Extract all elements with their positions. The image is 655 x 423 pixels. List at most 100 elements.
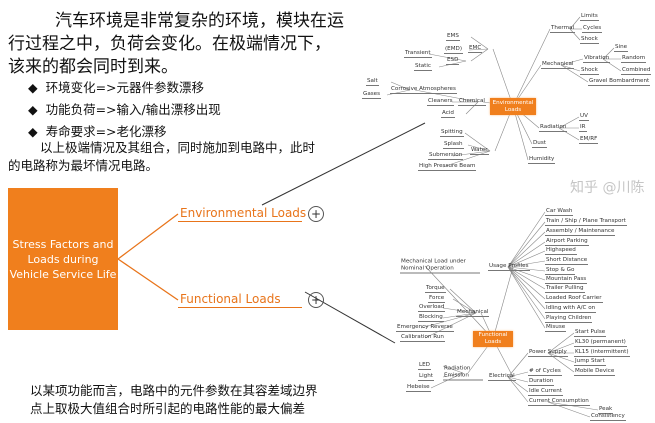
functional-map-node: Peak xyxy=(598,406,614,414)
environmental-map-connector xyxy=(442,150,491,168)
functional-map-node: Car Wash xyxy=(545,208,574,216)
diamond-icon: ◆ xyxy=(28,124,38,139)
environmental-map-node: EMS xyxy=(446,33,460,41)
functional-map-node: KL15 (intermittent) xyxy=(574,349,630,357)
functional-map-connector xyxy=(547,401,599,411)
functional-map-node: Usage Profiles xyxy=(488,263,530,271)
functional-map-connector xyxy=(442,365,464,374)
environmental-map-node: UV xyxy=(579,113,589,121)
intro-line: 汽车环境是非常复杂的环境，模块在运 xyxy=(55,11,344,31)
functional-map-node: Train / Ship / Plane Transport xyxy=(545,218,627,226)
functional-map-node: Current Consumption xyxy=(528,398,590,406)
functional-map-node: Radiation Emission xyxy=(443,366,483,381)
functional-map-node: Assembly / Maintenance xyxy=(545,228,616,236)
functional-map-connector xyxy=(507,266,546,310)
functional-map-connector xyxy=(547,352,575,363)
functional-map-node: Mountain Pass xyxy=(545,276,588,284)
environmental-map-node: Cleaners xyxy=(427,98,454,106)
functional-map-node: # of Cycles xyxy=(528,368,562,376)
functional-map-connector xyxy=(507,266,546,272)
functional-map-node: Playing Children xyxy=(545,315,593,323)
environmental-map-connector xyxy=(558,127,580,141)
functional-map-node: LED xyxy=(418,362,431,370)
paragraph-line: 的电路称为最坏情况电路。 xyxy=(8,158,159,173)
functional-map-connector xyxy=(507,266,546,320)
environmental-map-node: Radiation xyxy=(539,124,568,132)
functional-map-node: Emergency Reverse xyxy=(396,324,454,332)
functional-map-connector xyxy=(449,288,477,314)
functional-map-node: Short Distance xyxy=(545,257,589,265)
bullet-item: ◆ 寿命要求=>老化漂移 xyxy=(28,124,167,139)
functional-map-node: Mechanical xyxy=(456,309,490,317)
environmental-map-connector xyxy=(470,48,489,62)
bullet-item: ◆ 功能负荷=>输入/输出漂移出现 xyxy=(28,102,221,117)
environmental-map-connector xyxy=(492,48,514,107)
functional-map-node: Idle Current xyxy=(528,388,563,396)
functional-loads-label[interactable]: Functional Loads xyxy=(178,292,302,308)
functional-map-node: Mechanical Load under Nominal Operation xyxy=(400,259,480,274)
functional-map-connector xyxy=(442,372,464,378)
environmental-map-node: Gases xyxy=(362,91,382,99)
environmental-map-node: Spitting xyxy=(440,129,464,137)
environmental-map-node: Random xyxy=(621,55,647,63)
functional-map-connector xyxy=(507,266,546,329)
functional-map-connector xyxy=(442,307,477,314)
environmental-map-connector xyxy=(467,144,491,152)
environmental-map-node: Corrosive Atmospheres xyxy=(390,86,457,94)
functional-map-connector xyxy=(507,371,529,378)
functional-map-node: Force xyxy=(428,295,446,303)
functional-map-node: Light xyxy=(418,373,434,381)
environmental-map-node: Limits xyxy=(580,13,599,21)
environmental-map-node: Submersion xyxy=(428,152,464,160)
functional-map-node: Jump Start xyxy=(574,358,606,366)
functional-map-node: Blocking xyxy=(418,314,444,322)
environmental-map-connector xyxy=(465,101,479,115)
environmental-map-node: (EMD) xyxy=(444,46,464,54)
functional-map-node: Hebeise xyxy=(406,384,431,392)
environmental-loads-label[interactable]: Environmental Loads xyxy=(178,206,307,222)
functional-map-node: Power Supply xyxy=(528,349,568,357)
environmental-map-node: Chemical xyxy=(458,98,486,106)
functional-map-node: Highspeed xyxy=(545,247,577,255)
functional-map-connector xyxy=(547,342,575,354)
intro-line: 行过程之中，负荷会变化。在极端情况下， xyxy=(8,34,331,54)
environmental-map-node: IR xyxy=(579,124,587,132)
functional-map-node: Duration xyxy=(528,378,555,386)
functional-map-node: Calibration Run xyxy=(400,334,445,342)
functional-map-connector xyxy=(507,266,546,300)
environmental-map-node: Water xyxy=(470,147,489,155)
environmental-map-connector xyxy=(602,58,622,72)
environmental-map-connector xyxy=(452,150,491,157)
watermark: 知乎 @川陈 xyxy=(570,180,645,196)
functional-map-connector xyxy=(547,332,575,354)
environmental-map-connector xyxy=(602,47,615,60)
environmental-map-node: Mechanical xyxy=(541,61,575,69)
functional-map-connector xyxy=(507,241,546,268)
functional-map-node: Misuse xyxy=(545,324,567,332)
environmental-map-connector xyxy=(558,116,580,129)
expand-environmental-button[interactable]: + xyxy=(308,206,324,222)
environmental-map-node: Acid xyxy=(441,110,455,118)
functional-map-node: Trailer Pulling xyxy=(545,285,585,293)
environmental-map-node: High Pressure Beam xyxy=(418,163,477,171)
expand-functional-button[interactable]: + xyxy=(308,292,324,308)
environmental-map-node: Splash xyxy=(443,141,464,149)
environmental-map-node: Vibration xyxy=(583,55,611,63)
environmental-map-node: Cycles xyxy=(582,25,603,33)
environmental-map-node: Static xyxy=(414,63,432,71)
environmental-map-node: EMC xyxy=(468,45,483,53)
environmental-map-node: Salt xyxy=(366,78,379,86)
functional-map-node: Loaded Roof Carrier xyxy=(545,295,603,303)
environmental-map-connector xyxy=(468,48,489,51)
diamond-icon: ◆ xyxy=(28,80,38,95)
functional-map-connector xyxy=(492,266,514,340)
environmental-map-connector xyxy=(414,89,479,103)
functional-map-node: Mobile Device xyxy=(574,368,616,376)
environmental-map-node: ESD xyxy=(446,57,460,65)
environmental-map-node: Transient xyxy=(404,50,432,58)
bottom-text-line: 以某项功能而言，电路中的元件参数在其容差域边界 xyxy=(30,383,318,398)
diamond-icon: ◆ xyxy=(28,102,38,117)
environmental-map-node: Thermal xyxy=(550,25,576,33)
functional-map-node: Stop & Go xyxy=(545,267,576,275)
paragraph-line: 以上极端情况及其组合，同时施加到电路中，此时 xyxy=(40,140,316,155)
